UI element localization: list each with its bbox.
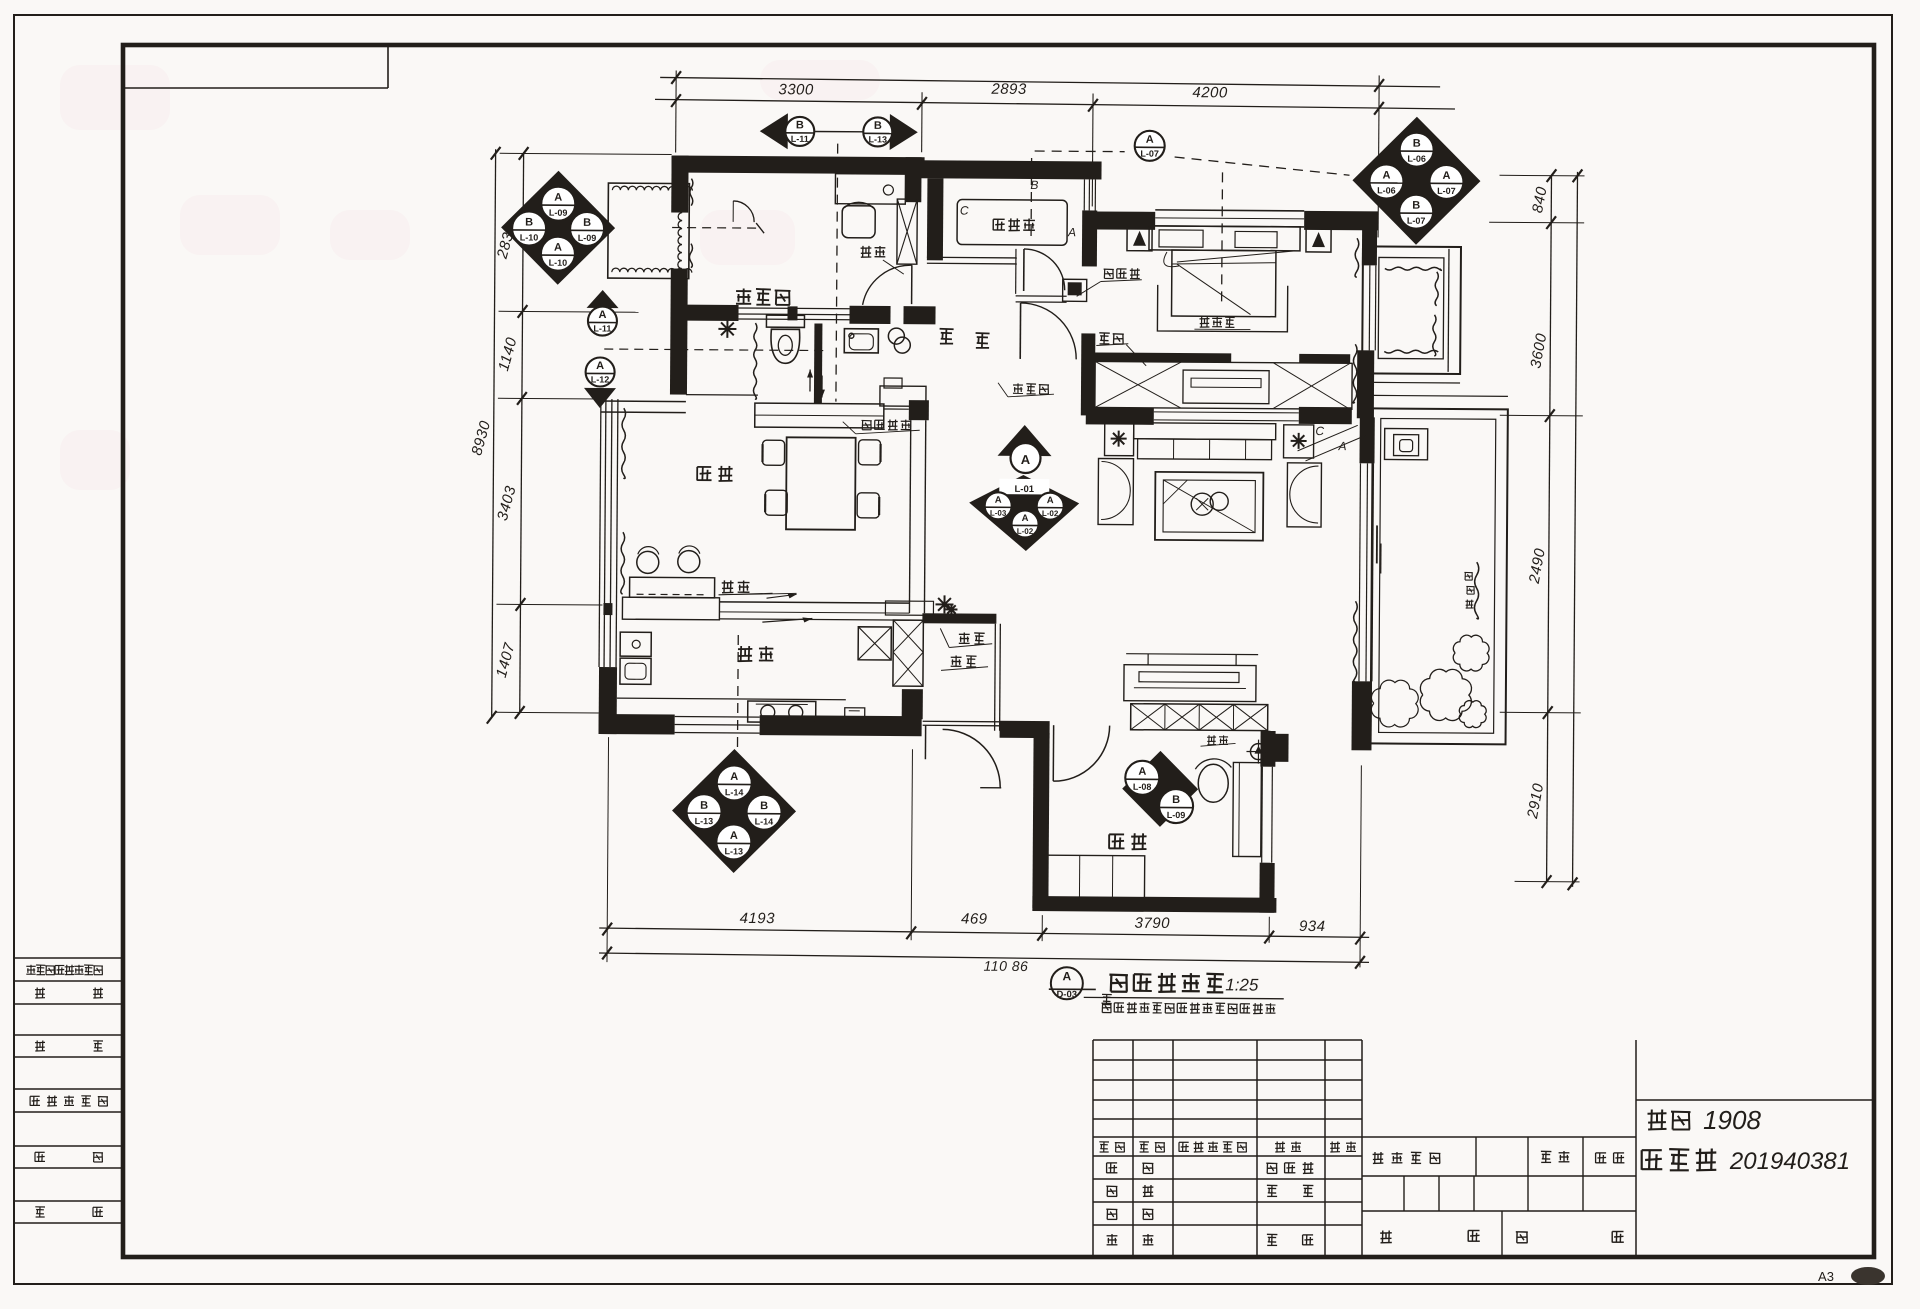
svg-text:L-14: L-14 [755,816,774,826]
svg-text:B: B [583,217,591,229]
svg-text:A: A [1021,452,1031,467]
svg-text:B: B [1172,794,1180,806]
svg-text:3790: 3790 [1135,915,1171,932]
svg-text:A: A [730,830,738,842]
svg-text:2893: 2893 [990,81,1027,98]
svg-text:L-11: L-11 [791,134,809,144]
svg-text:B: B [760,800,768,812]
svg-text:B: B [874,120,882,132]
svg-text:L-12: L-12 [591,374,610,384]
svg-text:4200: 4200 [1192,84,1228,101]
svg-text:934: 934 [1299,918,1326,935]
svg-text:A: A [1067,225,1076,239]
svg-text:A: A [1382,169,1390,181]
svg-text:L-08: L-08 [1133,782,1152,792]
svg-text:C: C [1315,424,1324,438]
svg-text:A: A [1442,170,1450,182]
svg-text:L-02: L-02 [1042,509,1059,518]
svg-text:L-09: L-09 [1167,810,1186,820]
svg-text:A3: A3 [1818,1269,1834,1284]
svg-text:1:25: 1:25 [1225,975,1259,994]
svg-text:L-07: L-07 [1437,186,1456,196]
svg-text:A: A [596,360,604,372]
svg-text:2490: 2490 [1526,547,1549,586]
svg-text:L-13: L-13 [724,846,743,856]
svg-text:B: B [700,800,708,812]
svg-text:L-11: L-11 [593,323,611,333]
svg-text:L-06: L-06 [1377,185,1396,195]
svg-text:A: A [598,309,606,321]
svg-text:A: A [995,495,1002,506]
svg-text:A: A [1338,439,1347,453]
svg-text:B: B [1413,138,1421,150]
svg-text:C: C [960,204,969,218]
svg-text:B: B [796,119,804,131]
svg-text:110 86: 110 86 [984,958,1029,974]
svg-text:A: A [554,242,562,254]
svg-text:L-06: L-06 [1407,154,1426,164]
svg-text:B: B [1412,200,1420,212]
svg-text:L-02: L-02 [1017,527,1034,536]
svg-text:A: A [1138,766,1146,778]
svg-text:4193: 4193 [740,910,776,927]
svg-text:201940381: 201940381 [1729,1148,1850,1175]
svg-text:3600: 3600 [1527,332,1550,370]
svg-text:L-09: L-09 [578,233,597,243]
svg-text:L-14: L-14 [725,787,744,797]
svg-text:B: B [525,216,533,228]
svg-text:A: A [1063,969,1072,983]
svg-text:L-10: L-10 [520,232,539,242]
svg-text:1908: 1908 [1703,1105,1761,1135]
svg-text:L-09: L-09 [549,208,568,218]
svg-text:A: A [1047,495,1054,506]
svg-text:L-13: L-13 [695,816,714,826]
svg-text:L-01: L-01 [1014,484,1034,495]
svg-text:L-13: L-13 [868,134,887,144]
svg-text:B: B [1030,178,1038,192]
svg-text:A: A [1146,134,1154,146]
svg-text:D-03: D-03 [1056,989,1077,1000]
svg-text:L-07: L-07 [1140,149,1159,159]
svg-text:L-03: L-03 [990,509,1007,518]
svg-text:L-10: L-10 [549,258,568,268]
svg-text:L-07: L-07 [1407,216,1426,226]
svg-text:A: A [730,771,738,783]
svg-text:2910: 2910 [1524,782,1547,821]
svg-text:A: A [554,192,562,204]
svg-text:840: 840 [1529,185,1551,214]
svg-text:3300: 3300 [778,81,814,98]
svg-text:A: A [1022,513,1029,524]
svg-text:469: 469 [961,911,988,928]
